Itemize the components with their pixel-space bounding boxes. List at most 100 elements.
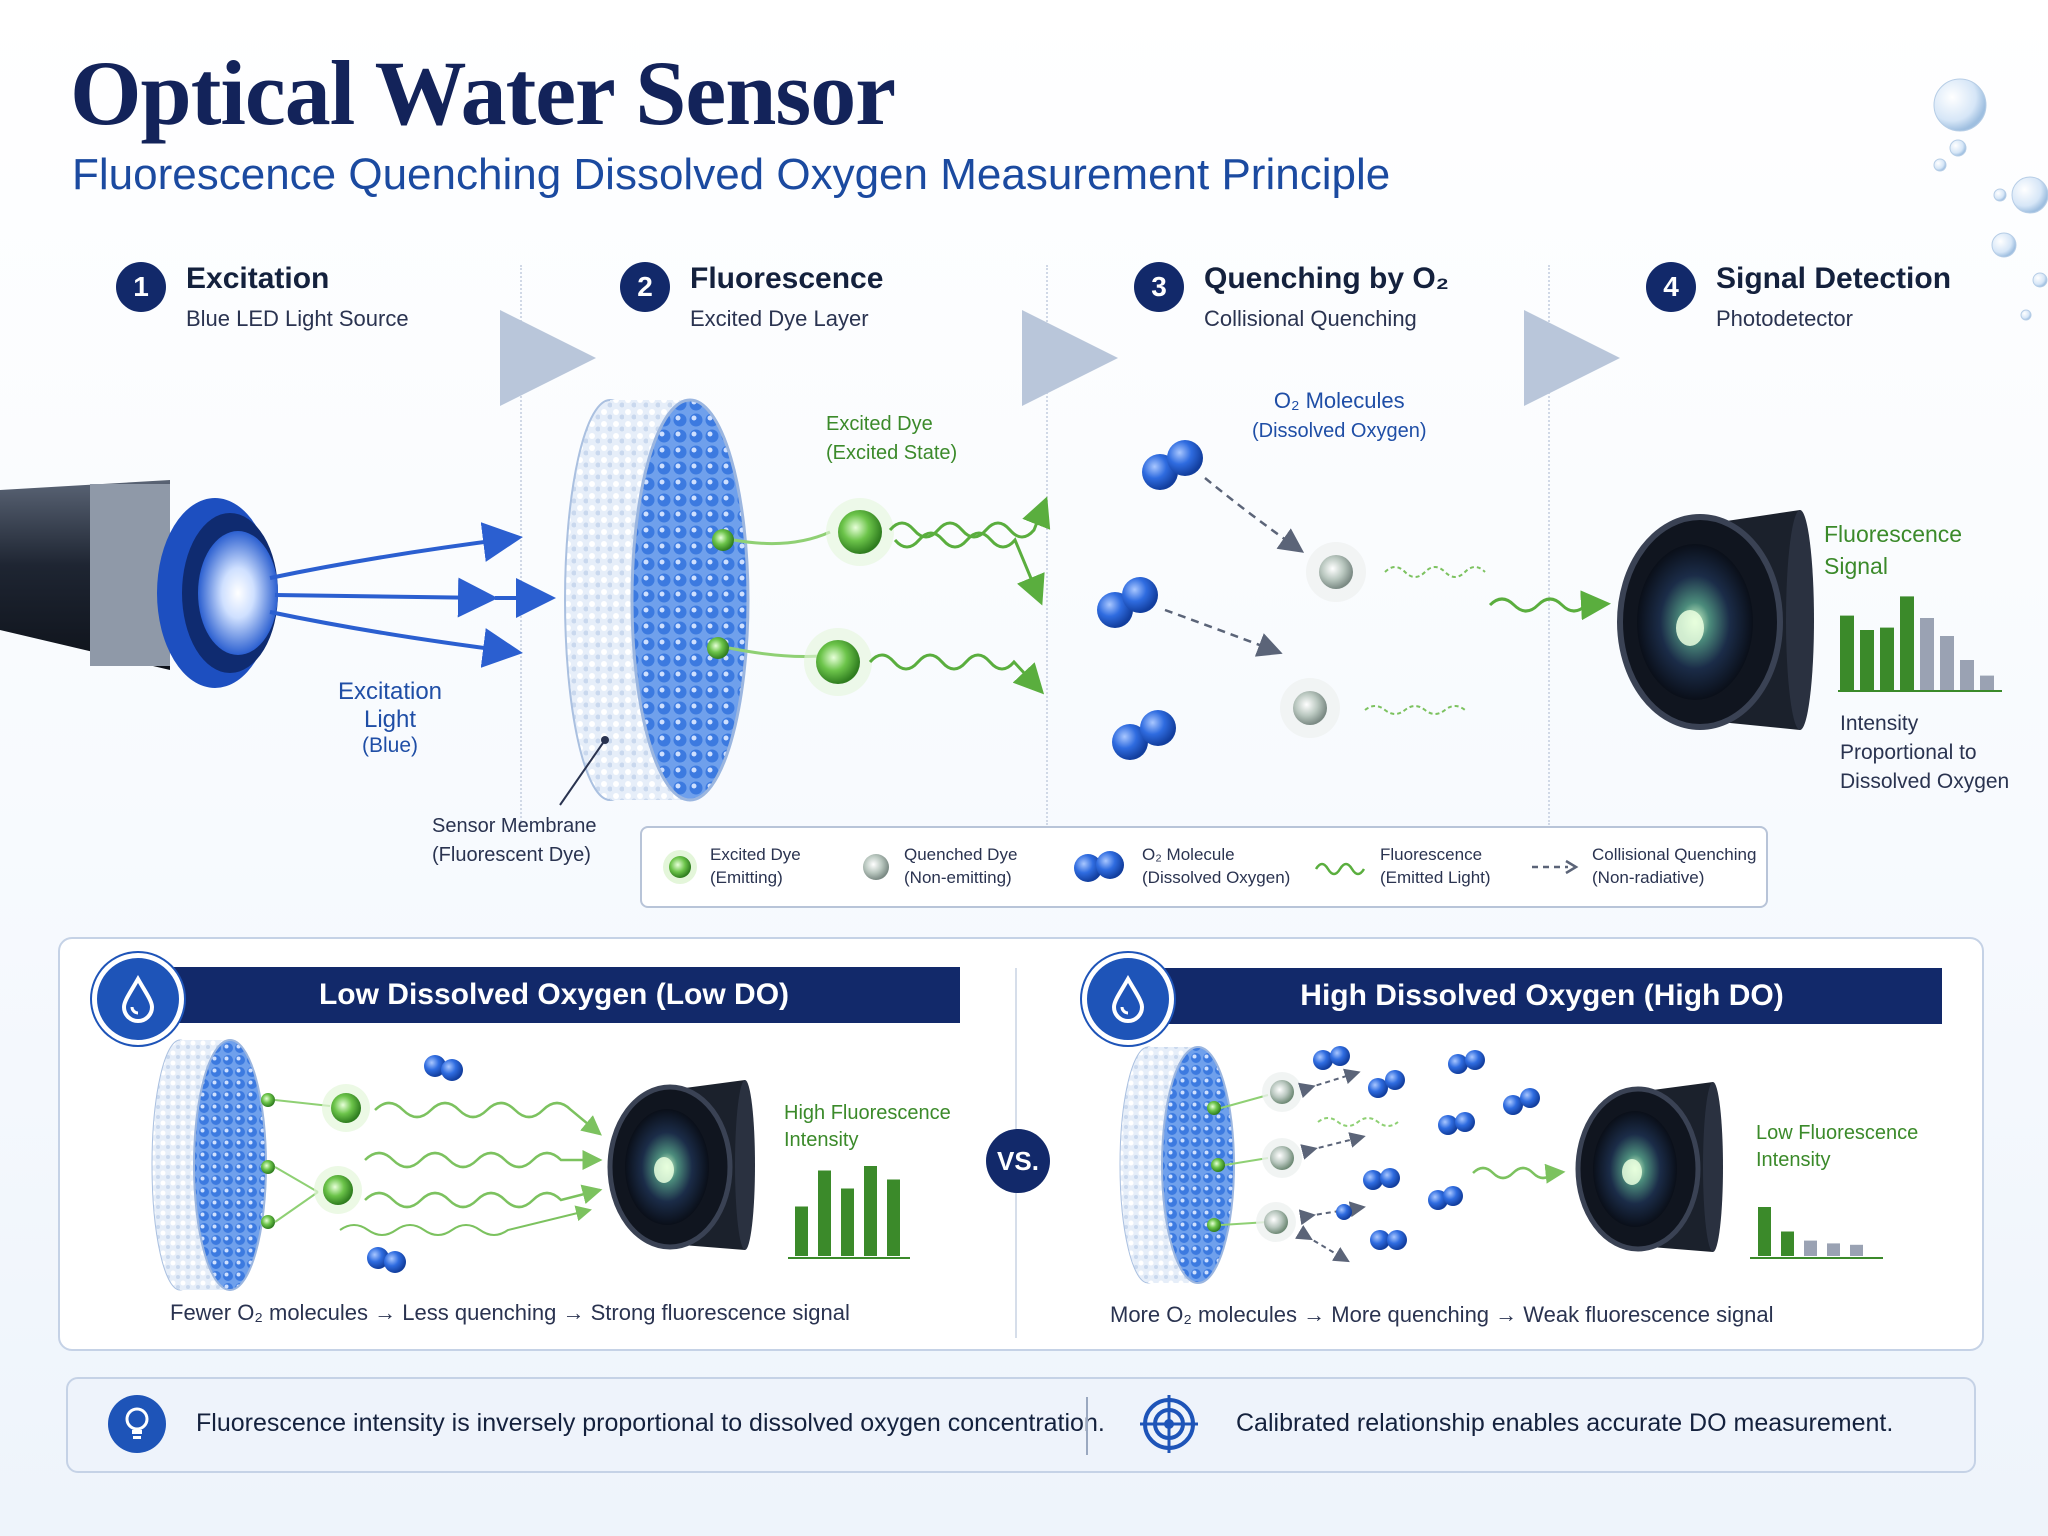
sensor-membrane-icon xyxy=(564,398,750,802)
signal-bar xyxy=(1920,618,1934,690)
excitation-beam xyxy=(269,610,523,668)
signal-bar xyxy=(1758,1207,1771,1256)
signal-bar xyxy=(841,1188,854,1256)
excited-dye-icon xyxy=(826,498,894,566)
step-divider xyxy=(1046,265,1048,825)
legend-item-fluorescence: Fluorescence(Emitted Light) xyxy=(1314,844,1491,890)
o2-molecule-icon xyxy=(1097,577,1158,628)
signal-bar xyxy=(1781,1231,1794,1256)
high-do-title: High Dissolved Oxygen (High DO) xyxy=(1300,979,1784,1012)
step-number: 1 xyxy=(116,262,166,312)
o2-molecule-icon xyxy=(367,1247,406,1273)
target-icon xyxy=(1138,1393,1200,1455)
signal-bar xyxy=(1960,660,1974,690)
legend-item-collisional-quenching: Collisional Quenching(Non-radiative) xyxy=(1530,844,1756,890)
low-do-banner: Low Dissolved Oxygen (Low DO) xyxy=(148,967,960,1023)
step-divider xyxy=(1548,265,1550,825)
o2-molecule-icon xyxy=(1503,1088,1540,1115)
o2-molecule-icon xyxy=(1368,1070,1405,1098)
signal-bar xyxy=(887,1179,900,1256)
o2-molecule-icon xyxy=(1438,1112,1475,1135)
signal-bar xyxy=(1980,675,1994,690)
quenched-dye-icon xyxy=(1256,1202,1296,1242)
low-do-signal-bars xyxy=(795,1166,900,1256)
low-do-caption: Fewer O₂ molecules → Less quenching → St… xyxy=(170,1300,850,1325)
step-title: Signal Detection xyxy=(1716,262,1952,295)
excited-dye-icon xyxy=(804,628,872,696)
step-fluorescence: 2 Fluorescence Excited Dye Layer xyxy=(620,262,883,332)
fluorescence-wave xyxy=(893,531,1045,606)
high-do-banner: High Dissolved Oxygen (High DO) xyxy=(1142,968,1942,1024)
signal-bar xyxy=(1850,1244,1863,1256)
excitation-beam xyxy=(274,577,498,618)
o2-molecules-label: O₂ Molecules(Dissolved Oxygen) xyxy=(1252,388,1427,442)
vs-badge: VS. xyxy=(986,1129,1050,1193)
o2-molecule-icon xyxy=(1448,1050,1485,1074)
signal-bar xyxy=(1840,615,1854,690)
fluorescence-wave xyxy=(374,1101,602,1136)
step-subtitle: Photodetector xyxy=(1716,306,1853,331)
o2-molecule-icon xyxy=(1336,1204,1352,1220)
o2-molecule-icon xyxy=(1370,1230,1407,1250)
legend-item-excited-dye: Excited Dye(Emitting) xyxy=(662,844,801,890)
footer-divider xyxy=(1086,1397,1088,1455)
excitation-beam xyxy=(269,522,523,580)
excited-dye-icon xyxy=(712,529,734,551)
membrane-pointer xyxy=(559,739,606,806)
fluorescence-signal-bars xyxy=(1840,596,1994,690)
high-do-illustration xyxy=(1119,1046,1883,1284)
quenched-dye-icon xyxy=(1262,1072,1302,1112)
excited-dye-icon xyxy=(663,849,697,884)
dashed-arrow-icon xyxy=(1532,859,1579,875)
footer-note-calibration: Calibrated relationship enables accurate… xyxy=(1236,1409,1894,1437)
fluorescence-wave xyxy=(364,1184,603,1209)
step-subtitle: Collisional Quenching xyxy=(1204,306,1417,331)
step-title: Fluorescence xyxy=(690,262,884,295)
signal-bar xyxy=(1827,1243,1840,1256)
footer-notes: Fluorescence intensity is inversely prop… xyxy=(66,1377,1976,1473)
high-do-signal-bars xyxy=(1758,1207,1863,1256)
quenched-dye-icon xyxy=(863,853,889,880)
step-excitation: 1 Excitation Blue LED Light Source xyxy=(116,262,409,332)
fluorescence-wave xyxy=(868,653,1045,695)
step-number: 3 xyxy=(1134,262,1184,312)
step-number: 2 xyxy=(620,262,670,312)
footer-note-inverse: Fluorescence intensity is inversely prop… xyxy=(196,1409,1105,1437)
process-illustration xyxy=(0,310,2002,806)
o2-molecule-icon xyxy=(1313,1046,1350,1070)
signal-bar xyxy=(864,1166,877,1256)
step-quenching: 3 Quenching by O₂ Collisional Quenching xyxy=(1134,262,1449,332)
wavy-line-icon xyxy=(1314,862,1366,876)
step-title: Excitation xyxy=(186,262,330,295)
fluorescence-wave xyxy=(1472,1163,1566,1184)
low-do-illustration xyxy=(151,1039,910,1291)
signal-bar xyxy=(795,1206,808,1256)
low-do-title: Low Dissolved Oxygen (Low DO) xyxy=(318,978,790,1011)
step-title: Quenching by O₂ xyxy=(1204,262,1450,295)
fluorescence-wave xyxy=(888,496,1051,539)
o2-molecule-icon xyxy=(424,1055,463,1081)
page-subtitle: Fluorescence Quenching Dissolved Oxygen … xyxy=(72,150,1391,199)
high-do-caption: More O₂ molecules → More quenching → Wea… xyxy=(1110,1302,1774,1327)
sensor-membrane-icon xyxy=(151,1039,267,1291)
quenched-dye-icon xyxy=(1306,542,1366,602)
o2-molecule-icon xyxy=(1363,1168,1400,1190)
water-drop-icon xyxy=(1082,953,1174,1045)
step-subtitle: Excited Dye Layer xyxy=(690,306,869,331)
photodetector-icon xyxy=(607,1080,755,1250)
o2-molecule-icon xyxy=(1142,440,1203,490)
signal-bar xyxy=(1804,1240,1817,1256)
step-subtitle: Blue LED Light Source xyxy=(186,306,409,331)
step-signal-detection: 4 Signal Detection Photodetector xyxy=(1646,262,1951,332)
signal-bar xyxy=(1880,627,1894,690)
lightbulb-icon xyxy=(108,1395,166,1453)
collisional-quenching-arrow xyxy=(1164,608,1283,657)
excited-dye-label: Excited Dye(Excited State) xyxy=(826,413,958,464)
signal-bar xyxy=(818,1170,831,1256)
o2-molecule-icon xyxy=(1074,850,1124,882)
o2-molecule-icon xyxy=(1428,1186,1463,1210)
